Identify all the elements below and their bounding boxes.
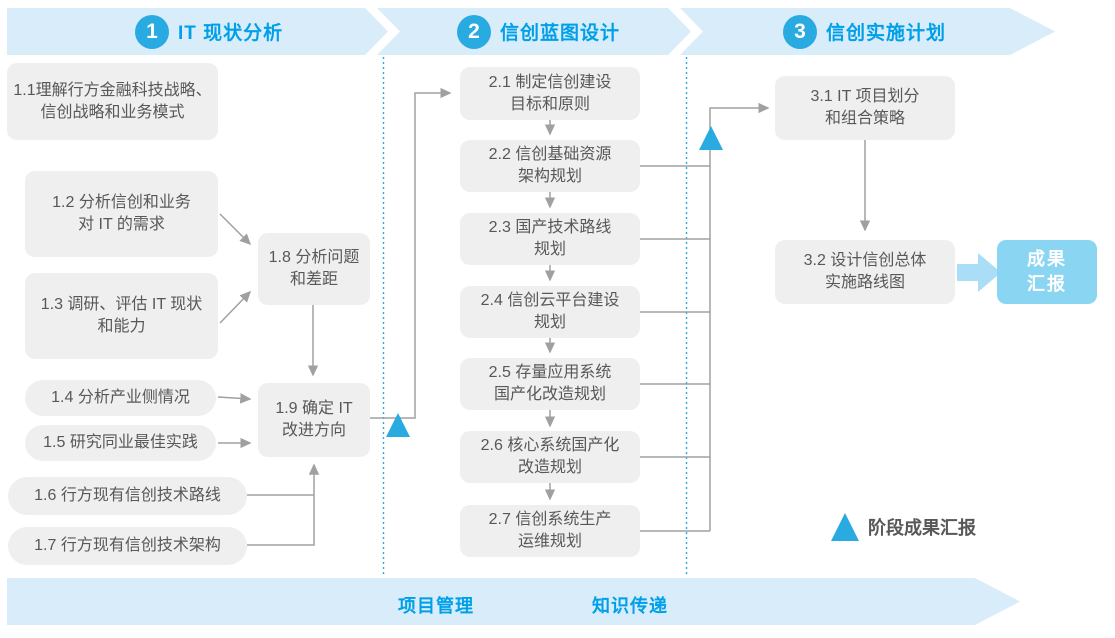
node-2-6-line1: 2.6 核心系统国产化 [480,437,620,455]
node-2-4: 2.4 信创云平台建设 规划 [460,286,640,338]
phase-1-number-badge: 1 [135,14,169,49]
node-2-2-line2: 架构规划 [517,168,582,185]
top-phase-banner [7,8,1055,55]
node-1-1-line1: 1.1理解行方金融科技战略、 [13,81,212,99]
node-2-7-line1: 2.7 信创系统生产 [488,511,612,529]
node-1-3-line1: 1.3 调研、评估 IT 现状 [40,296,203,314]
banner-chevron-separator-1 [365,8,400,55]
node-3-1: 3.1 IT 项目划分 和组合策略 [775,76,955,140]
node-1-4: 1.4 分析产业侧情况 [25,380,216,416]
node-1-4-label: 1.4 分析产业侧情况 [51,389,190,407]
node-3-2: 3.2 设计信创总体 实施路线图 [775,240,955,304]
node-2-3-line1: 2.3 国产技术路线 [488,219,612,237]
node-2-6-line2: 改造规划 [517,459,582,476]
node-2-7-line2: 运维规划 [517,533,582,550]
arrow-1-4-to-1-9 [217,393,252,404]
node-2-6: 2.6 核心系统国产化 改造规划 [460,431,640,483]
node-3-1-line1: 3.1 IT 项目划分 [810,88,920,106]
legend-triangle-icon [831,513,859,541]
banner-chevron-separator-2 [668,8,703,55]
phase-2-title: 信创蓝图设计 [500,23,621,44]
node-3-2-line1: 3.2 设计信创总体 [803,252,927,270]
arrow-1-7-to-1-9 [247,463,320,546]
phase-1-title: IT 现状分析 [178,23,284,44]
phase-3-number-badge: 3 [783,14,817,49]
node-1-6: 1.6 行方现有信创技术路线 [8,477,247,515]
node-1-2: 1.2 分析信创和业务 对 IT 的需求 [25,171,218,257]
phase-3-title: 信创实施计划 [826,23,947,44]
milestone-triangle-phase2-icon [699,126,723,150]
result-fat-arrow-icon [957,253,1001,292]
node-1-9-line1: 1.9 确定 IT [275,400,353,418]
node-2-5: 2.5 存量应用系统 国产化改造规划 [460,358,640,410]
node-1-2-line1: 1.2 分析信创和业务 [52,194,191,212]
node-2-4-line1: 2.4 信创云平台建设 [480,292,620,310]
node-1-7: 1.7 行方现有信创技术架构 [8,527,247,565]
node-1-8-line1: 1.8 分析问题 [268,249,360,267]
result-report-box: 成果 汇报 [997,240,1097,304]
node-1-8-line2: 和差距 [289,271,338,288]
milestone-triangle-phase1-icon [386,413,410,437]
node-1-5-label: 1.5 研究同业最佳实践 [43,434,198,452]
arrow-collector-to-3-1 [709,102,770,531]
node-1-2-line2: 对 IT 的需求 [78,216,165,233]
node-1-1-line2: 信创战略和业务模式 [40,103,185,121]
phase-2-number-badge: 2 [457,14,491,49]
legend-milestone-label: 阶段成果汇报 [868,518,976,538]
node-2-5-line2: 国产化改造规划 [493,386,606,403]
phase-2-header: 2 信创蓝图设计 [457,14,620,49]
node-1-1: 1.1理解行方金融科技战略、 信创战略和业务模式 [7,63,218,140]
node-2-3: 2.3 国产技术路线 规划 [460,213,640,265]
node-1-8: 1.8 分析问题 和差距 [258,233,370,305]
arrow-1-3-to-1-8 [219,290,252,324]
arrow-1-9-to-2-1 [370,87,452,419]
arrow-1-2-to-1-8 [219,213,252,246]
bottom-banner-knowledge-transfer-label: 知识传递 [592,596,668,616]
node-2-7: 2.7 信创系统生产 运维规划 [460,505,640,557]
node-2-3-line2: 规划 [533,241,566,258]
node-2-1: 2.1 制定信创建设 目标和原则 [460,67,640,120]
result-report-line2: 汇报 [1027,274,1067,294]
node-2-1-line2: 目标和原则 [509,95,590,113]
node-1-3: 1.3 调研、评估 IT 现状 和能力 [25,273,218,359]
node-1-7-label: 1.7 行方现有信创技术架构 [34,537,221,555]
node-1-6-label: 1.6 行方现有信创技术路线 [34,487,221,505]
phase-3-header: 3 信创实施计划 [783,14,946,49]
node-3-1-line2: 和组合策略 [824,110,905,127]
phase-1-header: 1 IT 现状分析 [135,14,283,49]
node-2-1-line1: 2.1 制定信创建设 [488,73,612,91]
node-1-5: 1.5 研究同业最佳实践 [25,425,216,461]
node-2-4-line2: 规划 [533,314,566,331]
bottom-process-banner [7,578,1020,625]
node-1-3-line2: 和能力 [97,318,146,335]
node-2-2-line1: 2.2 信创基础资源 [488,146,612,164]
node-1-9: 1.9 确定 IT 改进方向 [258,383,370,457]
node-2-5-line1: 2.5 存量应用系统 [488,364,612,382]
node-2-2: 2.2 信创基础资源 架构规划 [460,140,640,192]
result-report-line1: 成果 [1027,248,1067,269]
node-1-9-line2: 改进方向 [281,422,346,439]
node-3-2-line2: 实施路线图 [824,274,905,291]
bottom-banner-project-management-label: 项目管理 [398,596,474,616]
